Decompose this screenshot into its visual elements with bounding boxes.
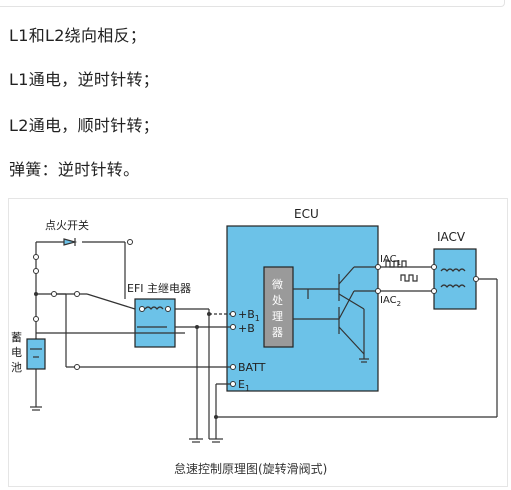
battery-cell: [26, 338, 46, 370]
battery-char-2: 电: [11, 346, 22, 359]
circuit-diagram: ECU IACV 点火开关 EFI 主继电器 微 处 理 器 蓄 电 池 +B1…: [11, 207, 498, 476]
iacv-label: IACV: [437, 230, 466, 244]
top-divider: [0, 0, 505, 7]
pin-b-label: +B: [238, 322, 255, 335]
paragraph-l1-rotation: L1通电，逆时针转；: [9, 70, 160, 89]
microprocessor-char-1: 微: [272, 277, 283, 291]
paragraph-l2-rotation: L2通电，顺时针转；: [9, 116, 160, 135]
ignition-switch-label: 点火开关: [45, 218, 89, 232]
paragraph-coil-direction: L1和L2绕向相反；: [9, 26, 147, 45]
circuit-figure: ECU IACV 点火开关 EFI 主继电器 微 处 理 器 蓄 电 池 +B1…: [8, 198, 508, 487]
figure-caption: 怠速控制原理图(旋转滑阀式): [174, 461, 327, 476]
iac2-label: IAC2: [380, 295, 401, 308]
battery-char-3: 池: [11, 361, 22, 374]
pin-e1-label: E1: [238, 378, 250, 393]
ecu-label: ECU: [294, 207, 319, 221]
iac1-label: IAC1: [380, 254, 401, 267]
efi-relay-label: EFI 主继电器: [127, 282, 191, 295]
paragraph-spring-rotation: 弹簧：逆时针转。: [9, 160, 140, 179]
microprocessor-block: [263, 266, 294, 348]
microprocessor-char-3: 理: [272, 310, 283, 323]
pin-batt-label: BATT: [238, 361, 266, 374]
microprocessor-char-4: 器: [272, 326, 283, 339]
iacv-block: [433, 248, 477, 310]
microprocessor-char-2: 处: [272, 294, 283, 307]
pin-b1-label: +B1: [238, 308, 260, 323]
battery-char-1: 蓄: [11, 331, 22, 344]
ecu-block: [226, 225, 379, 392]
